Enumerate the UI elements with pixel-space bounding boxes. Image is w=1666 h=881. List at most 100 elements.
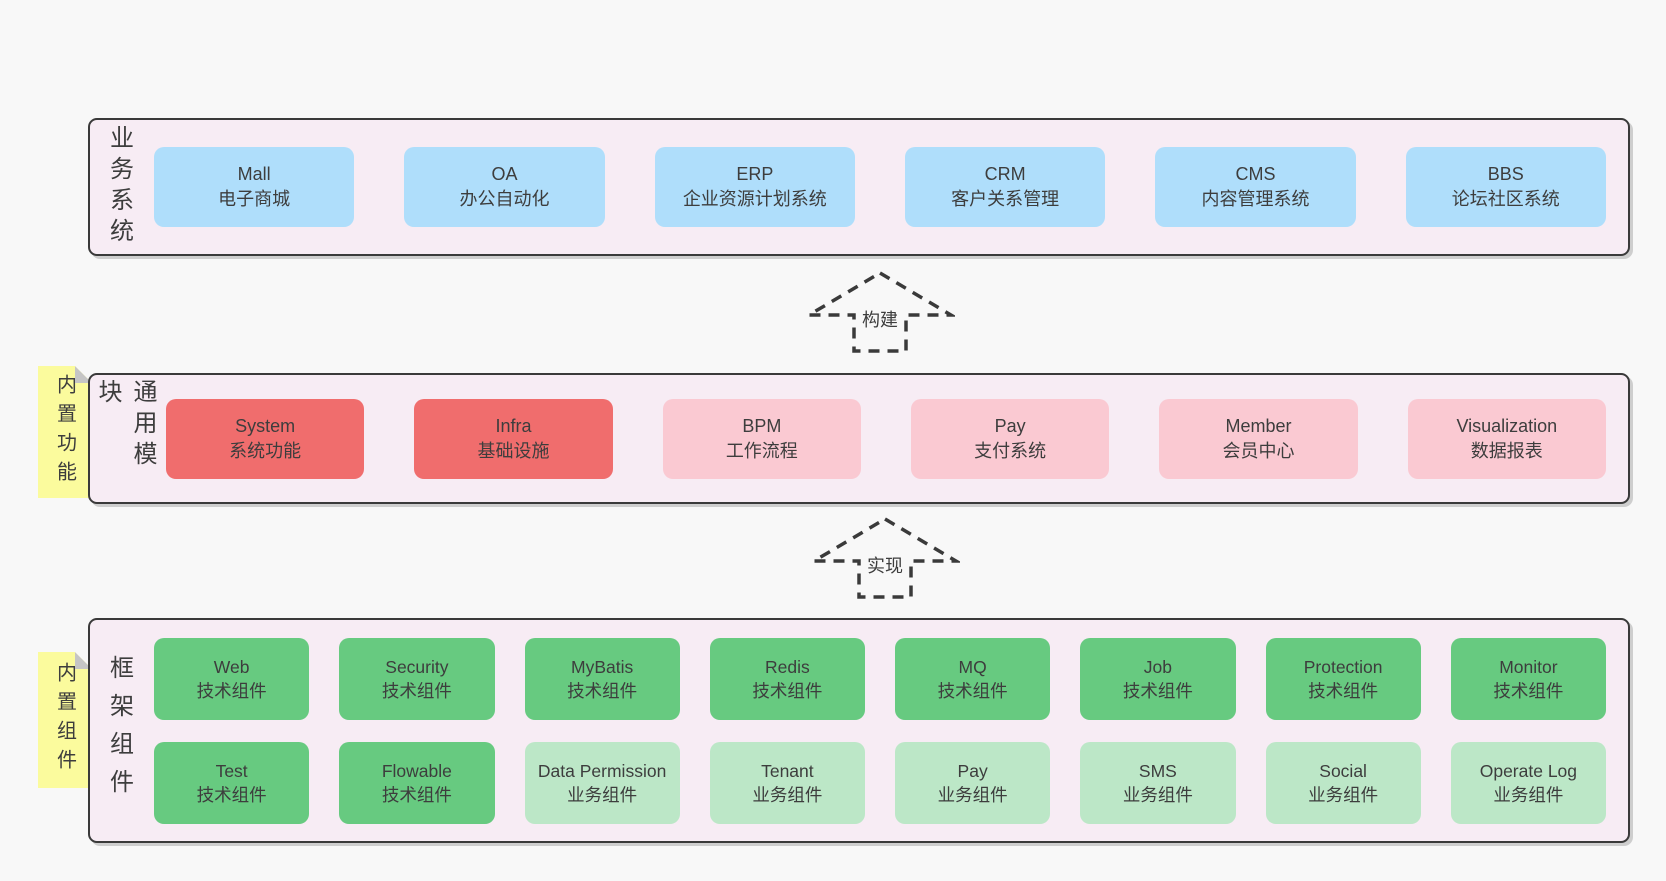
box-mq: MQ 技术组件	[895, 637, 1051, 720]
box-erp: ERP 企业资源计划系统	[654, 147, 855, 227]
box-web: Web 技术组件	[154, 637, 310, 720]
box-desc: 技术组件	[567, 680, 638, 701]
box-desc: 技术组件	[937, 680, 1008, 701]
box-desc: 技术组件	[381, 784, 452, 805]
panel-title-vertical: 通用模块	[94, 379, 156, 472]
box-infra: Infra 基础设施	[414, 398, 613, 479]
box-desc: 工作流程	[725, 440, 798, 461]
dashed-up-arrow-icon	[810, 516, 960, 599]
box-name: Data Permission	[537, 760, 667, 781]
box-crm: CRM 客户关系管理	[904, 147, 1106, 227]
box-name: Operate Log	[1479, 760, 1578, 781]
box-name: Redis	[765, 656, 810, 677]
box-name: Job	[1143, 656, 1172, 677]
box-desc: 内容管理系统	[1201, 189, 1310, 209]
box-desc: 企业资源计划系统	[682, 189, 827, 209]
box-test: Test 技术组件	[154, 741, 310, 824]
box-desc: 技术组件	[381, 680, 452, 701]
box-desc: 电子商城	[218, 189, 291, 209]
sticky-note-builtin-features: 内置功能	[38, 366, 92, 498]
box-job: Job 技术组件	[1080, 637, 1236, 720]
box-name: BPM	[742, 415, 782, 436]
box-pay: Pay 业务组件	[895, 741, 1051, 824]
box-desc: 业务组件	[1493, 784, 1564, 805]
box-name: Visualization	[1456, 415, 1558, 436]
box-name: Protection	[1303, 656, 1383, 677]
sticky-note-label: 内置组件	[53, 662, 76, 778]
box-name: Social	[1319, 760, 1367, 781]
box-desc: 业务组件	[567, 784, 638, 805]
box-desc: 技术组件	[1493, 680, 1564, 701]
business-box-row: Mall 电子商城 OA 办公自动化 ERP 企业资源计划系统 CRM 客户关系管理 CMS 内容…	[148, 120, 1628, 254]
box-name: Pay	[957, 760, 988, 781]
box-redis: Redis 技术组件	[709, 637, 865, 720]
box-name: Monitor	[1499, 656, 1558, 677]
box-desc: 技术组件	[752, 680, 823, 701]
box-name: Mall	[237, 164, 271, 184]
box-desc: 客户关系管理	[951, 189, 1060, 209]
box-desc: 技术组件	[196, 680, 267, 701]
box-desc: 支付系统	[974, 440, 1047, 461]
box-desc: 论坛社区系统	[1451, 189, 1560, 209]
box-name: MyBatis	[571, 656, 634, 677]
box-name: CMS	[1235, 164, 1276, 184]
box-name: ERP	[736, 164, 774, 184]
box-name: OA	[491, 164, 518, 184]
box-name: Member	[1225, 415, 1292, 436]
box-name: System	[235, 415, 296, 436]
box-monitor: Monitor 技术组件	[1450, 637, 1606, 720]
modules-box-row: System 系统功能 Infra 基础设施 BPM 工作流程 Pay 支付系统 Member 会…	[160, 375, 1628, 502]
box-desc: 会员中心	[1222, 440, 1295, 461]
box-protection: Protection 技术组件	[1265, 637, 1421, 720]
box-system: System 系统功能	[166, 398, 365, 479]
dashed-up-arrow-icon	[805, 270, 955, 353]
box-security: Security 技术组件	[339, 637, 495, 720]
box-name: CRM	[984, 164, 1026, 184]
box-data-permission: Data Permission 业务组件	[524, 741, 680, 824]
box-mybatis: MyBatis 技术组件	[524, 637, 680, 720]
box-bbs: BBS 论坛社区系统	[1405, 147, 1606, 227]
box-desc: 业务组件	[752, 784, 823, 805]
box-desc: 技术组件	[1308, 680, 1379, 701]
box-desc: 数据报表	[1470, 440, 1543, 461]
box-oa: OA 办公自动化	[404, 147, 605, 227]
box-desc: 基础设施	[477, 440, 550, 461]
panel-common-modules: 通用模块 System 系统功能 Infra 基础设施 BPM 工作流程 Pay 支付系统 Me…	[88, 373, 1630, 504]
box-mall: Mall 电子商城	[154, 147, 355, 227]
box-name: Security	[385, 656, 449, 677]
box-desc: 业务组件	[937, 784, 1008, 805]
box-name: Web	[213, 656, 250, 677]
arrow-build: 构建	[805, 270, 955, 354]
box-name: SMS	[1138, 760, 1177, 781]
box-desc: 系统功能	[229, 440, 302, 461]
box-name: MQ	[958, 656, 987, 677]
box-desc: 技术组件	[196, 784, 267, 805]
box-desc: 技术组件	[1122, 680, 1193, 701]
box-name: Infra	[495, 415, 532, 436]
box-desc: 业务组件	[1122, 784, 1193, 805]
arrow-implement: 实现	[810, 516, 960, 600]
box-social: Social 业务组件	[1265, 741, 1421, 824]
arrow-label: 实现	[863, 551, 907, 579]
box-name: Pay	[994, 415, 1026, 436]
box-bpm: BPM 工作流程	[662, 398, 861, 479]
arrow-label: 构建	[858, 305, 902, 333]
panel-title-vertical: 业务系统	[105, 125, 133, 249]
box-visualization: Visualization 数据报表	[1407, 398, 1606, 479]
box-name: Test	[215, 760, 248, 781]
box-name: BBS	[1487, 164, 1524, 184]
box-member: Member 会员中心	[1159, 398, 1358, 479]
panel-title-vertical: 框架组件	[105, 654, 133, 807]
box-cms: CMS 内容管理系统	[1155, 147, 1356, 227]
box-desc: 业务组件	[1308, 784, 1379, 805]
box-desc: 办公自动化	[459, 189, 550, 209]
sticky-note-label: 内置功能	[53, 374, 76, 490]
box-operate-log: Operate Log 业务组件	[1450, 741, 1606, 824]
